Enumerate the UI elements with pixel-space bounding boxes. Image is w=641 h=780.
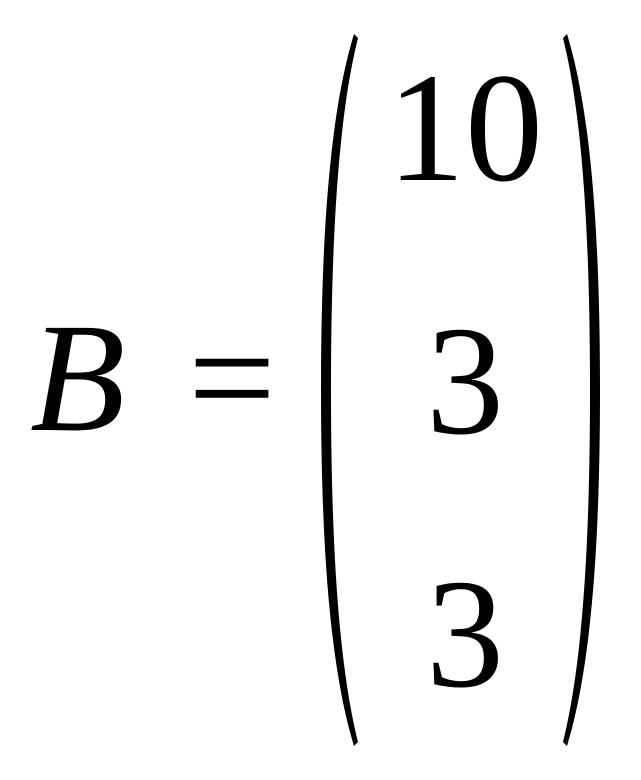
variable-b: B: [30, 291, 126, 464]
right-parenthesis: [563, 34, 600, 746]
matrix-entry-row-3: 3: [426, 547, 504, 720]
matrix-entry-row-2: 3: [426, 294, 504, 467]
left-parenthesis: [321, 34, 358, 746]
equals-sign: =: [188, 291, 276, 464]
matrix-entry-row-1: 10: [387, 41, 543, 214]
